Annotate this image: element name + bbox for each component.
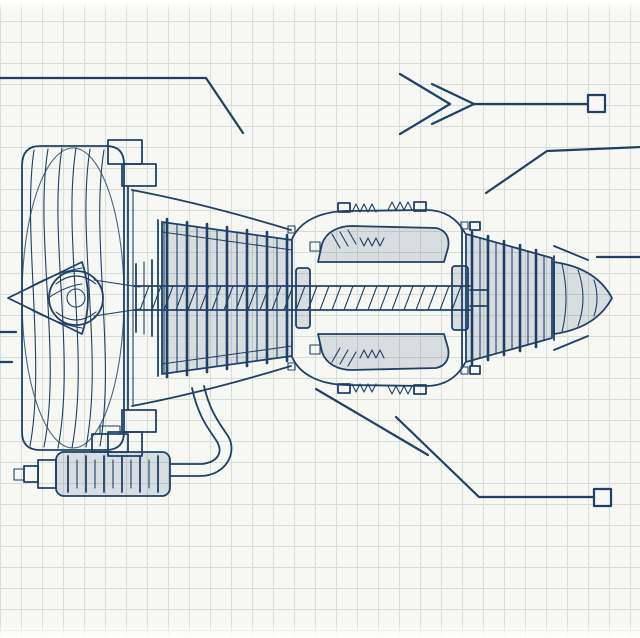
nozzle-lip: [553, 245, 589, 261]
fuel-injector-spring: [387, 201, 413, 211]
gearbox-end-cap: [37, 459, 57, 489]
core-duct-line: [131, 189, 292, 231]
turbine-section: [461, 221, 555, 375]
fan-disc: [21, 147, 125, 449]
fan-case-mounts: [107, 139, 157, 457]
accessory-gearbox: [13, 385, 233, 497]
callout-top-left: [0, 76, 245, 135]
fuel-nozzle: [309, 241, 321, 252]
swirl-vane: [339, 231, 349, 247]
callout-upper-right-edge: [484, 145, 640, 195]
turbine-hub-disc: [451, 265, 469, 331]
flange-bolt: [460, 221, 469, 230]
high-pressure-compressor: [157, 217, 293, 379]
compressor-hub-disc: [295, 267, 311, 329]
fan-blades: [29, 147, 106, 449]
flange-bolt: [287, 225, 296, 234]
main-shaft: [133, 265, 489, 331]
liner-spring: [359, 237, 385, 247]
fan-hub: [48, 270, 104, 326]
oil-pipes: [169, 385, 233, 477]
mount-tab: [337, 202, 351, 213]
callout-box-bottom-right: [592, 487, 613, 508]
callout-chevron-inner: [430, 82, 476, 126]
callout-bottom-right: [394, 415, 596, 499]
turbine-stages: [470, 230, 545, 366]
fuel-injector-spring: [351, 203, 377, 213]
gearbox-shaft-stub: [23, 465, 39, 483]
shaft-hatching: [139, 285, 462, 311]
compressor-stages: [165, 217, 289, 379]
callouts: [0, 72, 640, 508]
callout-box-top-right: [586, 93, 607, 114]
nozzle-lip: [553, 335, 589, 351]
turbine-mount-tab: [469, 221, 481, 231]
turbine-mount-tab: [469, 365, 481, 375]
exhaust-nozzle: [553, 245, 613, 351]
combustor-upper-half: [131, 189, 469, 263]
gearbox-shaft-tip: [13, 468, 25, 481]
turbine-case: [465, 233, 553, 363]
swirl-vane: [347, 229, 357, 245]
mount-tab: [413, 201, 427, 212]
swirl-vane: [331, 233, 341, 249]
gearbox-ribs: [67, 455, 159, 493]
callout-chevron-outer: [398, 72, 452, 136]
combustor-casing: [291, 209, 466, 240]
fan-assembly: [21, 139, 157, 457]
callout-bottom-diagonal: [314, 387, 430, 457]
